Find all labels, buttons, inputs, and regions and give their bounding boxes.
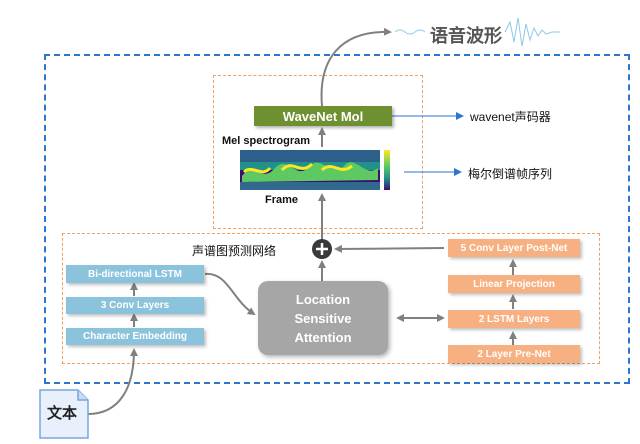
linear-projection-block: Linear Projection [448, 275, 580, 293]
bilstm-block: Bi-directional LSTM [66, 265, 204, 283]
arrow-input-to-embedding [87, 348, 138, 415]
lstm-layers-block: 2 LSTM Layers [448, 310, 580, 328]
character-embedding-block: Character Embedding [66, 328, 204, 345]
frame-label: Frame [265, 194, 299, 206]
postnet-block: 5 Conv Layer Post-Net [448, 239, 580, 257]
attention-line-3: Attention [294, 329, 352, 345]
location-sensitive-attention-block: Location Sensitive Attention [258, 281, 388, 355]
mel-spectrogram-label: Mel spectrogram [222, 135, 311, 147]
text-input-label: 文本 [46, 405, 77, 422]
attention-line-1: Location [295, 291, 351, 307]
prenet-block: 2 Layer Pre-Net [448, 345, 580, 363]
spectrogram-prediction-region [62, 233, 600, 364]
attention-line-2: Sensitive [294, 310, 352, 326]
waveform-icon [394, 17, 560, 47]
frame-note: 梅尔倒谱帧序列 [468, 167, 553, 181]
conv-layers-block: 3 Conv Layers [66, 297, 204, 314]
arrow-postnet-to-sum [334, 244, 445, 253]
document-icon [39, 389, 89, 439]
vocoder-region [213, 75, 423, 229]
arrow-to-waveform [320, 27, 392, 107]
wavenet-block: WaveNet Mol [254, 106, 392, 126]
waveform-title: 语音波形 [430, 26, 502, 46]
network-label: 声谱图预测网络 [192, 244, 277, 258]
outer-system-boundary [44, 54, 630, 384]
arrow-encoder-to-attention [204, 272, 256, 316]
vocoder-note: wavenet声码器 [470, 110, 551, 124]
mel-spectrogram-image [240, 150, 390, 190]
sum-node-icon [312, 239, 332, 259]
